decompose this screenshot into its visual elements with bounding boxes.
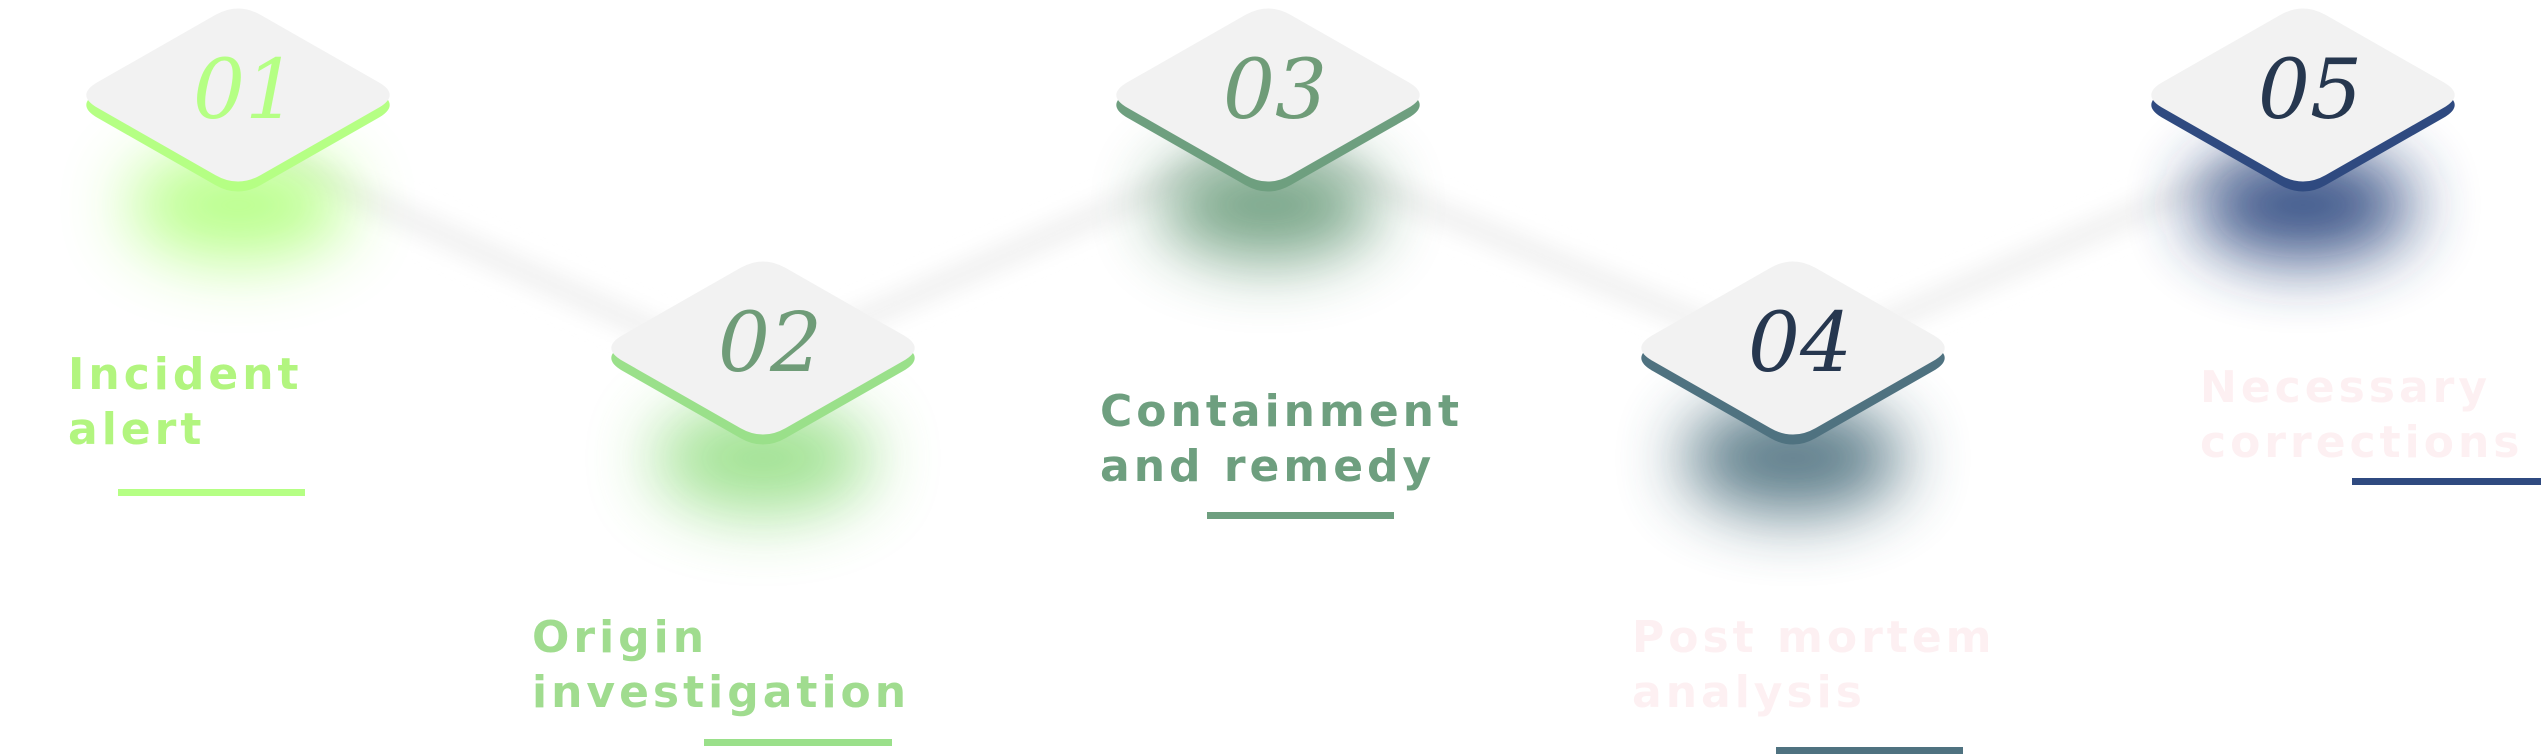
step-label-01: Incident alert — [68, 347, 303, 457]
step-label-04: Post mortem analysis — [1632, 610, 1996, 720]
step-tile-05: 05 — [2151, 8, 2455, 260]
label-line: Incident — [68, 349, 303, 400]
glow-shadow — [128, 150, 348, 260]
step-number: 03 — [1223, 43, 1327, 138]
step-tile-01: 01 — [86, 8, 390, 260]
label-line: Post mortem — [1632, 612, 1996, 663]
step-underline-03 — [1207, 512, 1394, 519]
step-tile-03: 03 — [1116, 8, 1420, 260]
glow-shadow — [1683, 403, 1903, 513]
label-line: analysis — [1632, 667, 1866, 718]
step-number: 05 — [2258, 43, 2362, 138]
tile-face — [1116, 8, 1420, 182]
label-line: and remedy — [1100, 441, 1436, 492]
step-label-05: Necessary corrections — [2200, 360, 2524, 470]
step-underline-02 — [704, 739, 892, 746]
step-tile-04: 04 — [1641, 261, 1945, 513]
glow-shadow — [653, 403, 873, 513]
step-number: 01 — [193, 43, 297, 138]
label-line: investigation — [532, 667, 911, 718]
tile-face — [611, 261, 915, 435]
step-underline-01 — [118, 489, 305, 496]
glow-shadow — [1158, 150, 1378, 260]
tile-face — [2151, 8, 2455, 182]
tile-face — [1641, 261, 1945, 435]
step-underline-05 — [2352, 478, 2541, 485]
step-label-03: Containment and remedy — [1100, 384, 1463, 494]
step-number: 04 — [1748, 296, 1852, 391]
step-underline-04 — [1776, 747, 1963, 754]
tile-face — [86, 8, 390, 182]
label-line: Origin — [532, 612, 709, 663]
glow-shadow — [2193, 150, 2413, 260]
label-line: Necessary — [2200, 362, 2492, 413]
step-tile-02: 02 — [611, 261, 915, 513]
label-line: Containment — [1100, 386, 1464, 437]
step-number: 02 — [718, 296, 822, 391]
step-label-02: Origin investigation — [532, 610, 910, 720]
label-line: alert — [68, 404, 206, 455]
label-line: corrections — [2200, 417, 2524, 468]
